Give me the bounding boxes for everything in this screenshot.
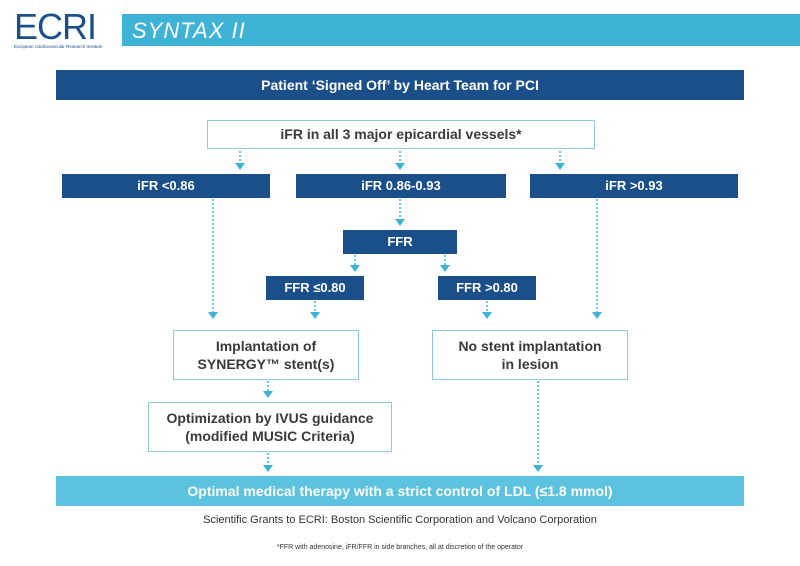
ffr-low-box: FFR ≤0.80	[266, 276, 364, 300]
ifr-high-box: iFR >0.93	[530, 174, 738, 198]
stent-implantation-line1: Implantation of	[215, 337, 317, 354]
heart-team-signoff-box: Patient ‘Signed Off’ by Heart Team for P…	[56, 70, 744, 100]
page-title: SYNTAX II	[132, 18, 246, 43]
medical-therapy-box: Optimal medical therapy with a strict co…	[56, 476, 744, 506]
title-bar: SYNTAX II	[122, 14, 800, 46]
no-stent-box: No stent implantation in lesion	[432, 330, 628, 380]
ecri-logo: ECRI	[14, 6, 97, 47]
ivus-optimization-line2: (modified MUSIC Criteria)	[185, 428, 355, 444]
grants-footer: Scientific Grants to ECRI: Boston Scient…	[203, 514, 597, 526]
logo-subtitle: European Cardiovascular Research Institu…	[14, 44, 103, 49]
ffr-high-box: FFR >0.80	[438, 276, 536, 300]
ifr-mid-box: iFR 0.86-0.93	[296, 174, 506, 198]
ifr-all-vessels-box: iFR in all 3 major epicardial vessels*	[207, 120, 595, 149]
ffr-box: FFR	[343, 230, 457, 254]
ifr-low-box: iFR <0.86	[62, 174, 270, 198]
stent-implantation-box: Implantation of SYNERGY™ stent(s)	[173, 330, 359, 380]
ivus-optimization-box: Optimization by IVUS guidance (modified …	[148, 402, 392, 452]
stent-implantation-line2: SYNERGY™ stent(s)	[197, 356, 335, 372]
footnote: *FFR with adenosine, iFR/FFR in side bra…	[276, 544, 524, 551]
ivus-optimization-line1: Optimization by IVUS guidance	[166, 409, 374, 426]
no-stent-line1: No stent implantation	[458, 337, 602, 354]
no-stent-line2: in lesion	[501, 356, 559, 372]
